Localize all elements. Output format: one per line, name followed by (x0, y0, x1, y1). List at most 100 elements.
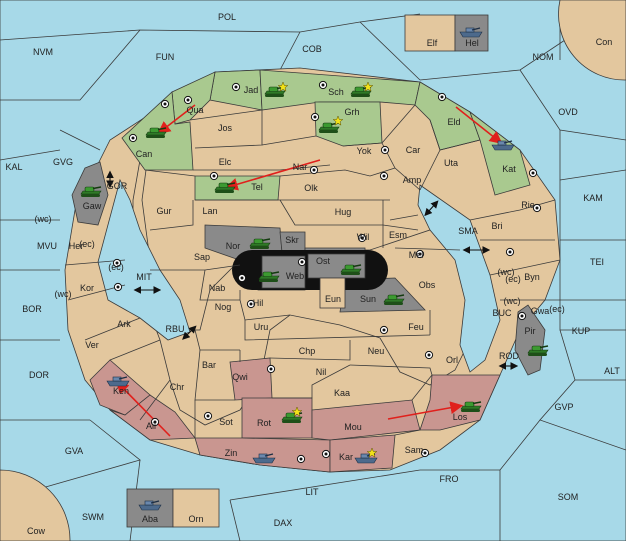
coast-marker-wc: (wc) (498, 267, 515, 277)
supply-center-icon (528, 168, 538, 178)
territory-kar[interactable] (329, 434, 396, 473)
territory-tel[interactable] (194, 175, 281, 201)
territory-label-gur: Gur (156, 206, 171, 216)
territory-label-kat: Kat (502, 164, 516, 174)
supply-center-icon (203, 411, 213, 421)
territory-label-nar: Nar (293, 162, 308, 172)
territory-label-qwi: Qwi (232, 372, 248, 382)
order-arrow-nar-tel (224, 159, 321, 191)
coast-marker-wc: (wc) (35, 214, 52, 224)
territory-label-skr: Skr (285, 235, 299, 245)
supply-center-icon (380, 145, 390, 155)
territory-label-amp: Amp (403, 175, 422, 185)
supply-center-icon (309, 165, 319, 175)
territory-label-zin: Zin (225, 448, 238, 458)
territory-label-ark: Ark (117, 319, 131, 329)
territory-label-feu: Feu (408, 322, 424, 332)
supply-center-icon (321, 449, 331, 459)
sea-label-gva: GVA (65, 446, 83, 456)
sea-label-gvg: GVG (53, 157, 73, 167)
territory-label-orn: Orn (188, 514, 203, 524)
sea-label-cob: COB (302, 44, 322, 54)
territory-label-grh: Grh (344, 107, 359, 117)
territory-label-hug: Hug (335, 207, 352, 217)
territory-label-chr: Chr (170, 382, 185, 392)
territory-label-neu: Neu (368, 346, 385, 356)
supply-center-icon (160, 99, 170, 109)
territory-label-ost: Ost (316, 256, 331, 266)
sea-label-nom: NOM (533, 52, 554, 62)
sea-label-pol: POL (218, 12, 236, 22)
territory-label-qua: Qua (186, 105, 203, 115)
territory-label-ail: Ail (146, 421, 156, 431)
sea-label-kup: KUP (572, 326, 591, 336)
territory-label-ken: Ken (113, 386, 129, 396)
supply-center-icon (128, 133, 138, 143)
sea-label-con: Con (596, 37, 613, 47)
territory-label-mou: Mou (344, 422, 362, 432)
sea-label-rbu: RBU (165, 324, 184, 334)
territory-con[interactable] (558, 0, 626, 81)
territory-eun[interactable] (319, 277, 346, 309)
supply-center-icon (424, 350, 434, 360)
supply-center-icon (379, 171, 389, 181)
sea-label-sma: SMA (458, 226, 478, 236)
sea-label-swm: SWM (82, 512, 104, 522)
territory-label-nab: Nab (209, 283, 226, 293)
supply-center-icon (310, 112, 320, 122)
supply-center-icon (209, 171, 219, 181)
territory-label-obs: Obs (419, 280, 436, 290)
sea-label-dor: DOR (29, 370, 50, 380)
territory-label-sch: Sch (328, 87, 344, 97)
sea-label-mvu: MVU (37, 241, 57, 251)
territory-label-aba: Aba (142, 514, 158, 524)
territory-label-jos: Jos (218, 123, 233, 133)
sea-label-mit: MIT (136, 272, 152, 282)
territory-label-lan: Lan (202, 206, 217, 216)
sea-label-alt: ALT (604, 366, 620, 376)
coast-marker-ec: (ec) (79, 239, 95, 249)
sea-label-dax: DAX (274, 518, 293, 528)
territory-label-chp: Chp (299, 346, 316, 356)
territory-label-kor: Kor (80, 283, 94, 293)
sea-label-lit: LIT (305, 487, 319, 497)
territory-label-bar: Bar (202, 360, 216, 370)
territory-label-wil: Wil (357, 232, 370, 242)
territory-label-sam: Sam (405, 445, 424, 455)
territory-label-hil: Hil (253, 298, 264, 308)
territory-label-jad: Jad (244, 85, 259, 95)
coast-marker-wc: (wc) (55, 289, 72, 299)
supply-center-icon (237, 273, 247, 283)
territory-cow[interactable] (0, 469, 71, 541)
territory-mou[interactable] (311, 399, 421, 441)
supply-center-icon (517, 311, 527, 321)
territory-label-byn: Byn (524, 272, 540, 282)
territory-label-yok: Yok (357, 146, 372, 156)
sea-label-kal: KAL (5, 162, 22, 172)
territory-orn[interactable] (172, 488, 220, 528)
territory-label-nil: Nil (316, 367, 327, 377)
territory-kat[interactable] (469, 110, 531, 196)
territory-label-sot: Sot (219, 417, 233, 427)
supply-center-icon (231, 82, 241, 92)
territory-pir[interactable] (514, 304, 546, 376)
territory-elf[interactable] (404, 14, 456, 52)
territory-label-pir: Pir (525, 326, 536, 336)
sea-label-buc: BUC (492, 308, 512, 318)
land-borders (64, 104, 561, 438)
territory-label-sap: Sap (194, 252, 210, 262)
supply-center-icon (113, 282, 123, 292)
territory-label-rot: Rot (257, 418, 272, 428)
territory-label-car: Car (406, 145, 421, 155)
order-arrow-ail-ken (115, 380, 171, 437)
territory-label-mel: Mel (409, 250, 424, 260)
territory-label-tel: Tel (251, 182, 263, 192)
territory-label-elf: Elf (427, 38, 438, 48)
territory-label-olk: Olk (304, 183, 318, 193)
canal-arrows (106, 170, 519, 370)
territory-label-sun: Sun (360, 294, 376, 304)
sea-label-gor: GOR (107, 181, 128, 191)
territory-label-orl: Orl (446, 355, 458, 365)
